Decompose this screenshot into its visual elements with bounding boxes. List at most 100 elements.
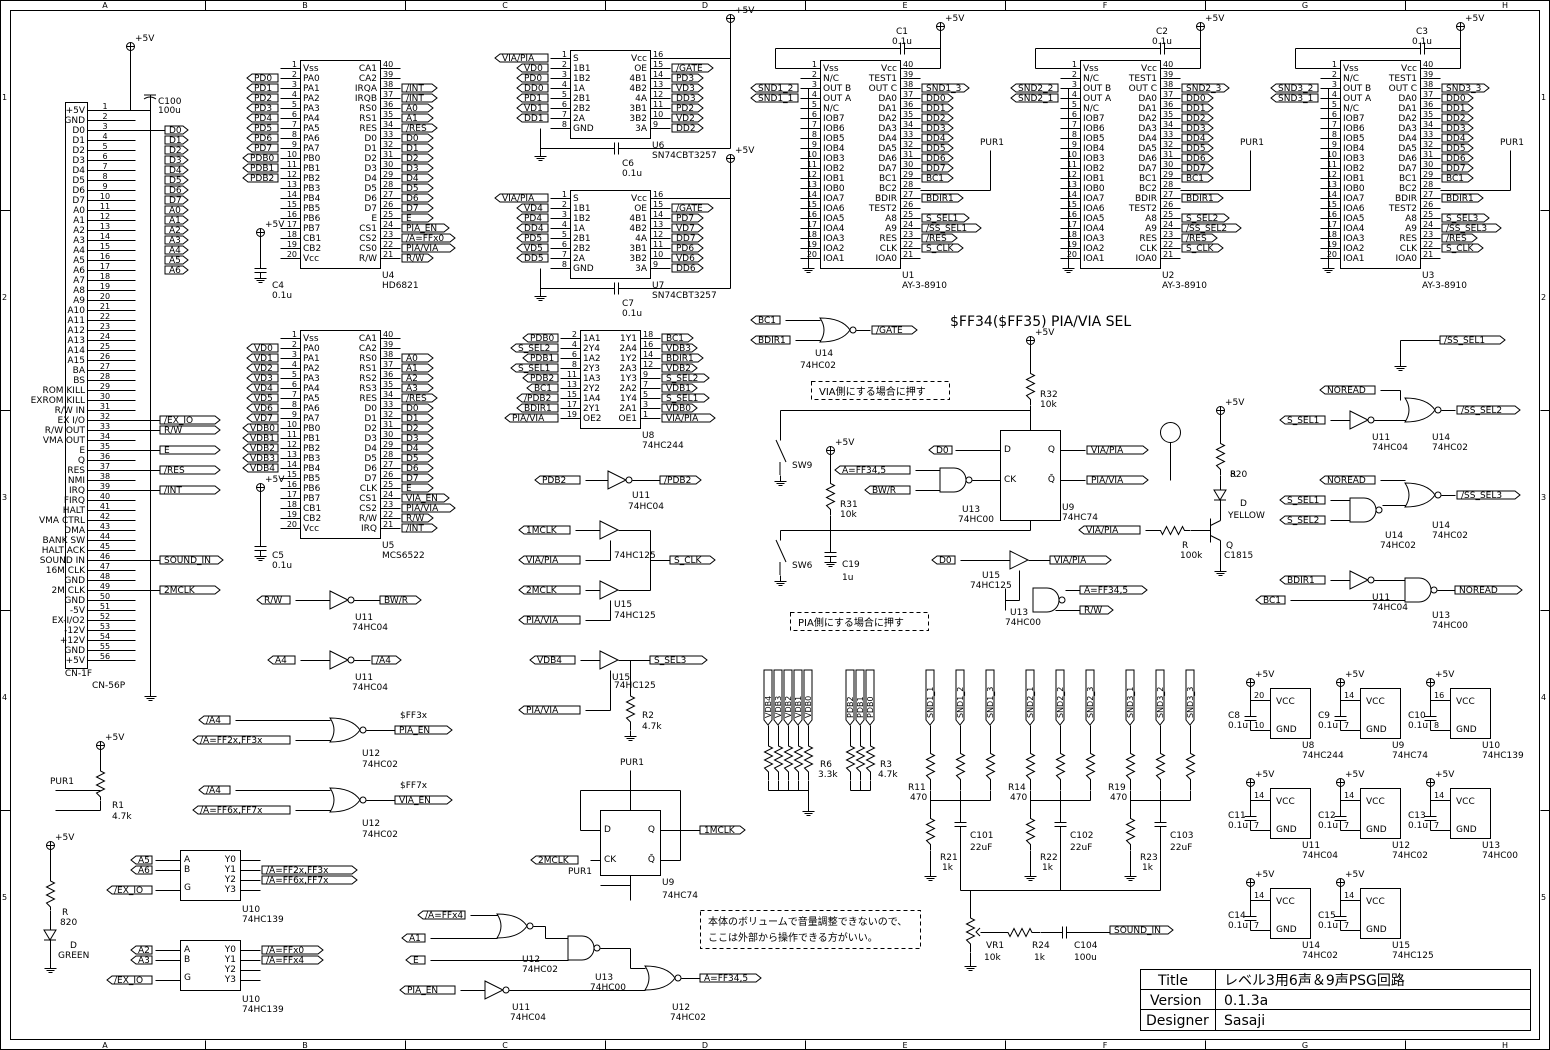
net-flag: DD2 (671, 123, 704, 134)
net-flag: DD5 (921, 143, 954, 154)
pin-number: 39 (903, 70, 913, 79)
net-flag-shape (401, 83, 438, 93)
pin-name: PA3 (303, 374, 320, 384)
vcc-symbol: +5V (1456, 14, 1485, 39)
pin-number: 31 (383, 420, 393, 429)
pin-name: VCC (1366, 897, 1385, 907)
net-flag: DD2 (1181, 113, 1214, 124)
pin-number: 14 (1067, 190, 1077, 199)
net-flag-shape (242, 433, 279, 443)
net-flag-shape (1441, 93, 1474, 103)
resistor (965, 912, 976, 952)
net-flag-label: DD5 (926, 144, 946, 154)
cap-ref: C103 (1170, 831, 1193, 841)
connector-pin-name: E (79, 446, 85, 456)
vcc-symbol: +5V (96, 733, 125, 758)
connector-pin-number: 22 (100, 312, 110, 321)
pin-name: 4A (635, 94, 648, 104)
and-gate (1404, 577, 1438, 603)
ic-type: 74HC74 (1392, 751, 1428, 761)
pin-number: 10 (287, 420, 297, 429)
pin-number: 18 (287, 500, 297, 509)
pin-name: 2Y2 (583, 384, 600, 394)
net-flag-shape (518, 585, 581, 595)
pin-number: 19 (287, 240, 297, 249)
net-flag: DD0 (516, 83, 549, 94)
pin-number: 7 (1434, 821, 1439, 830)
net-flag: PIA/VIA (518, 615, 581, 626)
pin-name: GND (573, 124, 594, 134)
net-flag-label: VDB4 (537, 656, 562, 666)
vcc-label: +5V (835, 438, 855, 448)
pin-number: 24 (1163, 220, 1173, 229)
net-flag: D2 (401, 153, 434, 164)
pin-name: 1B1 (573, 64, 591, 74)
pin-name: Vss (303, 334, 319, 344)
pin-number: 28 (1423, 180, 1433, 189)
pin-name: IOB1 (1083, 174, 1105, 184)
vcc-symbol: +5V (826, 438, 855, 463)
net-flag-shape (834, 465, 911, 475)
net-flag-label: VD5 (524, 244, 543, 254)
net-flag: /INT (401, 93, 438, 104)
pin-name: IOA0 (876, 254, 898, 264)
net-flag-shape (928, 445, 953, 455)
ground-symbol (254, 550, 267, 561)
capacitor (954, 822, 967, 827)
pin-name: IOA3 (1083, 234, 1104, 244)
resistor-body (1155, 525, 1190, 536)
net-flag-shape (1049, 555, 1112, 565)
net-flag-shape (1181, 213, 1230, 223)
pin-name: IRQ (361, 524, 377, 534)
pin-name: A8 (1145, 214, 1157, 224)
pin-name: TEST2 (1128, 204, 1157, 214)
net-flag-shape (1125, 669, 1135, 726)
net-flag: SND3_1 (1270, 93, 1319, 104)
net-flag: PIA/VIA (504, 413, 559, 424)
net-flag-shape (401, 383, 434, 393)
pin-number: 38 (1423, 80, 1433, 89)
svg-text:PIA側にする場合に押す: PIA側にする場合に押す (798, 616, 904, 629)
net-flag-label: VDB4 (250, 464, 275, 474)
net-flag-label: VIA/PIA (1091, 446, 1124, 456)
net-flag-shape (516, 83, 549, 93)
transistor-ref: Q (1226, 541, 1233, 551)
net-flag-shape (159, 585, 221, 595)
vcc-label: +5V (55, 833, 75, 843)
pin-name: Vss (1083, 64, 1099, 74)
switch-ref: SW9 (792, 461, 813, 471)
pin-name: DA2 (878, 114, 897, 124)
resistor-ref: R1 (112, 801, 124, 811)
net-flag: DD6 (1441, 153, 1474, 164)
capacitor (1334, 716, 1347, 721)
pin-name: 3B2 (629, 114, 647, 124)
net-flag: PD3 (246, 103, 279, 114)
column-label-bottom: G (1302, 1041, 1308, 1050)
net-flag-label: VD3 (676, 84, 695, 94)
net-flag: R/W (159, 425, 221, 436)
pin-name: 1A4 (583, 394, 601, 404)
net-flag-label: VIA/PIA (526, 556, 559, 566)
ground-symbol (44, 962, 57, 973)
pin-name: Q̄ (648, 853, 655, 865)
net-flag: /SS_SEL3 (1456, 490, 1521, 501)
net-flag-label: BDIR1 (1446, 194, 1474, 204)
net-flag-shape (671, 223, 704, 233)
pin-name: Vss (303, 64, 319, 74)
net-flag-label: DD2 (1186, 114, 1206, 124)
pin-name: IOB3 (1343, 154, 1365, 164)
net-flag-label: E (406, 484, 412, 494)
ic-power-block (1360, 888, 1401, 939)
pin-name: GND (1456, 825, 1477, 835)
net-flag-shape (401, 253, 434, 263)
pin-name: CB2 (303, 244, 321, 254)
cap-ref: C102 (1070, 831, 1093, 841)
cap-value: 0.1u (1318, 721, 1338, 731)
cap-ref: C13 (1408, 811, 1426, 821)
net-flag: S_SEL1 (921, 213, 970, 224)
resistor (1085, 745, 1096, 790)
net-flag-label: DD6 (676, 264, 696, 274)
or-body (1404, 482, 1436, 508)
resistor (763, 740, 774, 780)
